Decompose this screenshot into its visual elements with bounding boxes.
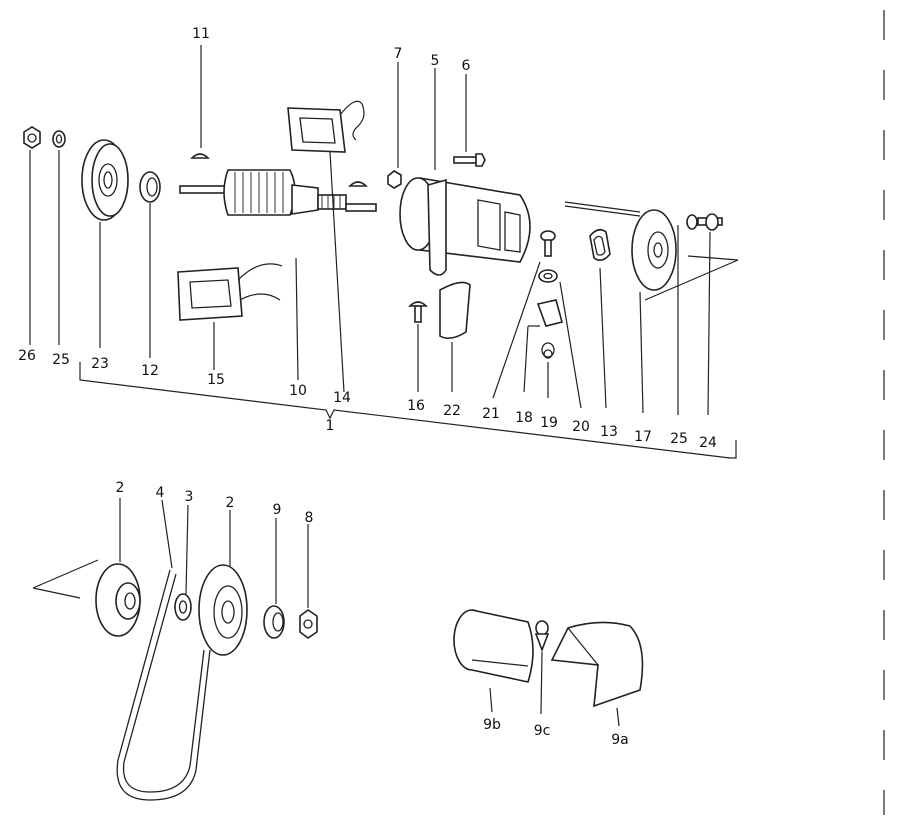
pulley-arrow [32, 559, 99, 599]
callout-9c: 9c [534, 723, 551, 739]
assembly-1-bracket [79, 362, 737, 459]
part-24-screw [697, 213, 723, 416]
part-2-pulley-half-right [198, 510, 248, 656]
part-2-pulley-half [95, 498, 141, 637]
part-19-spring [541, 342, 555, 398]
callout-7: 7 [394, 46, 403, 62]
callout-5: 5 [431, 53, 440, 69]
callout-labels: 11 7 5 6 26 25 23 12 15 10 14 1 16 22 21… [18, 26, 717, 748]
callout-18: 18 [515, 410, 533, 426]
callout-12: 12 [141, 363, 159, 379]
callout-11: 11 [192, 26, 210, 42]
part-20-washer [538, 269, 582, 409]
part-26-nut [23, 126, 41, 345]
callout-20: 20 [572, 419, 590, 435]
callout-24: 24 [699, 435, 717, 451]
callout-8: 8 [305, 510, 314, 526]
part-14-field-coil [287, 100, 365, 393]
callout-22: 22 [443, 403, 461, 419]
part-18-brush [523, 299, 563, 393]
callout-17: 17 [634, 429, 652, 445]
part-12-bearing [139, 171, 161, 358]
callout-14: 14 [333, 390, 351, 406]
part-25-washer-right [677, 214, 698, 415]
part-5-housing [399, 68, 531, 276]
assembly-arrow [644, 255, 739, 301]
part-21-screw [492, 230, 556, 399]
callout-4: 4 [156, 485, 165, 501]
callout-9b: 9b [483, 717, 501, 733]
part-10-armature [179, 169, 377, 381]
part-9b-band [453, 609, 534, 713]
part-9-spacer [263, 518, 285, 639]
part-6-bolt [453, 74, 486, 167]
callout-6: 6 [462, 58, 471, 74]
callout-1: 1 [326, 418, 335, 434]
part-17-end-plate [564, 201, 677, 414]
part-13-gasket [589, 228, 611, 409]
part-4-v-belt [116, 499, 211, 801]
callout-25-right: 25 [670, 431, 688, 447]
part-23-end-plate [81, 139, 129, 348]
part-8-nut [299, 524, 318, 639]
callout-3: 3 [185, 489, 194, 505]
callout-2-right: 2 [226, 495, 235, 511]
callout-21: 21 [482, 406, 500, 422]
callout-13: 13 [600, 424, 618, 440]
part-9c-screw [534, 620, 550, 715]
part-3-spacer [174, 504, 192, 621]
callout-15: 15 [207, 372, 225, 388]
part-9a-cover [550, 621, 644, 727]
part-22-brush-cover [439, 281, 471, 392]
callout-25: 25 [52, 352, 70, 368]
part-11-key [190, 45, 368, 187]
callout-26: 26 [18, 348, 36, 364]
callout-9: 9 [273, 502, 282, 518]
callout-9a: 9a [611, 732, 629, 748]
callout-19: 19 [540, 415, 558, 431]
part-7-nut [387, 62, 402, 189]
callout-10: 10 [289, 383, 307, 399]
part-16-screw [408, 301, 428, 392]
callout-2-left: 2 [116, 480, 125, 496]
part-25-washer [52, 130, 66, 345]
part-15-field-coil [177, 263, 283, 370]
callout-16: 16 [407, 398, 425, 414]
callout-23: 23 [91, 356, 109, 372]
